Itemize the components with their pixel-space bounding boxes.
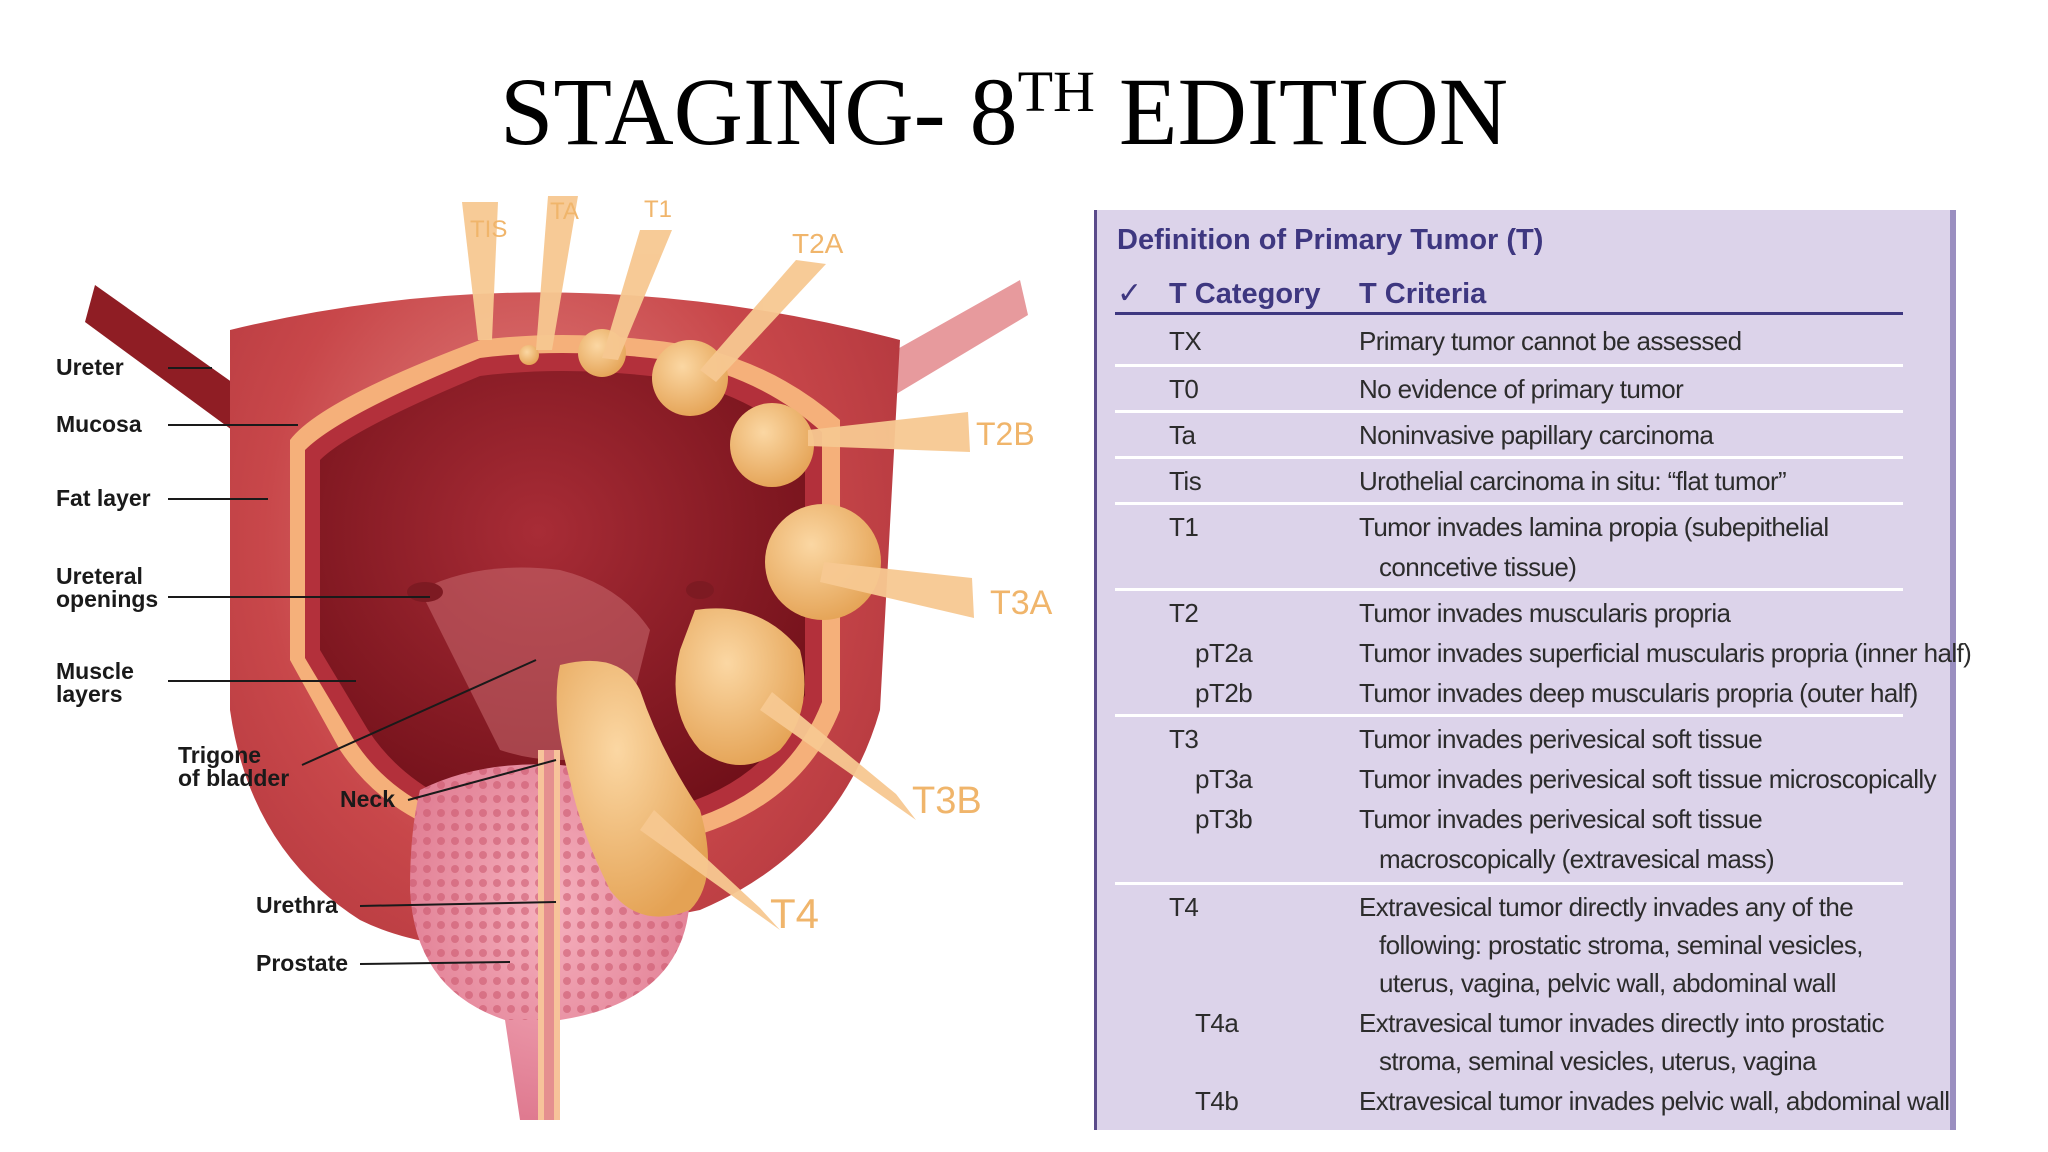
check-mark-icon: ✓ xyxy=(1117,277,1143,310)
row-criteria: Tumor invades perivesical soft tissue xyxy=(1359,724,1763,754)
row-category: T0 xyxy=(1169,374,1199,404)
row-category: T4b xyxy=(1195,1086,1239,1116)
label-ureter: Ureter xyxy=(56,354,124,380)
row-category: T4a xyxy=(1195,1008,1239,1038)
stage-label-t1: T1 xyxy=(644,196,673,223)
row-criteria-continued: stroma, seminal vesicles, uterus, vagina xyxy=(1379,1046,1817,1076)
row-category: T4 xyxy=(1169,892,1199,922)
row-category: Tis xyxy=(1169,466,1202,496)
stage-label-t2b: T2B xyxy=(976,416,1035,452)
row-category: T1 xyxy=(1169,512,1199,542)
label-fat-layer: Fat layer xyxy=(56,485,151,511)
row-criteria: Tumor invades perivesical soft tissue xyxy=(1359,804,1763,834)
title-rest: EDITION xyxy=(1094,58,1509,165)
title-superscript: TH xyxy=(1017,59,1095,124)
left-ureter xyxy=(85,285,250,430)
label-prostate: Prostate xyxy=(256,950,349,976)
bladder-illustration xyxy=(85,196,1028,1121)
stage-label-t3a: T3A xyxy=(990,584,1053,622)
row-criteria: Noninvasive papillary carcinoma xyxy=(1359,420,1714,450)
stage-label-t4: T4 xyxy=(770,890,820,937)
ureteral-opening-left xyxy=(407,582,443,602)
tumor-masses xyxy=(519,329,881,917)
stage-label-ta: TA xyxy=(550,198,579,225)
row-category: pT3b xyxy=(1195,804,1253,834)
label-urethra: Urethra xyxy=(256,892,338,918)
stage-arrows xyxy=(462,196,974,930)
leader-lines xyxy=(168,367,557,965)
header-rule xyxy=(1115,312,1903,315)
row-category: pT2b xyxy=(1195,678,1253,708)
label-mucosa: Mucosa xyxy=(56,411,142,437)
row-criteria: Tumor invades perivesical soft tissue mi… xyxy=(1359,764,1937,794)
bladder-staging-diagram: Ureter Mucosa Fat layer Ureteral opening… xyxy=(0,190,1060,1121)
label-ureteral-openings: Ureteral openings xyxy=(56,563,159,612)
row-criteria: Extravesical tumor directly invades any … xyxy=(1359,892,1854,922)
row-criteria-continued: uterus, vagina, pelvic wall, abdominal w… xyxy=(1379,968,1836,998)
column-header-category: T Category xyxy=(1169,278,1321,310)
row-criteria: Primary tumor cannot be assessed xyxy=(1359,326,1742,356)
ureteral-opening-right xyxy=(686,581,714,599)
stage-label-t2a: T2A xyxy=(792,228,844,259)
row-category: TX xyxy=(1169,326,1202,356)
label-muscle-layers: Muscle layers xyxy=(56,658,134,707)
row-category: T2 xyxy=(1169,598,1199,628)
t-definition-table: Definition of Primary Tumor (T) ✓ T Cate… xyxy=(1094,210,1972,1130)
stage-label-t3b: T3B xyxy=(912,780,982,822)
stage-label-tis: TIS xyxy=(470,216,508,243)
slide-title: STAGING- 8TH EDITION xyxy=(500,52,1600,172)
row-criteria-continued: following: prostatic stroma, seminal ves… xyxy=(1379,930,1864,960)
row-category: T3 xyxy=(1169,724,1199,754)
row-criteria: Tumor invades superficial muscularis pro… xyxy=(1359,638,1972,668)
row-criteria-continued: macroscopically (extravesical mass) xyxy=(1379,844,1775,874)
table-title: Definition of Primary Tumor (T) xyxy=(1117,224,1544,256)
row-criteria: Tumor invades muscularis propria xyxy=(1359,598,1731,628)
title-main: STAGING- 8 xyxy=(500,58,1018,165)
row-criteria: Tumor invades deep muscularis propria (o… xyxy=(1359,678,1918,708)
label-neck: Neck xyxy=(340,786,395,812)
row-category: pT3a xyxy=(1195,764,1253,794)
row-criteria: No evidence of primary tumor xyxy=(1359,374,1684,404)
row-criteria: Tumor invades lamina propia (subepitheli… xyxy=(1359,512,1829,542)
row-category: Ta xyxy=(1169,420,1196,450)
column-header-criteria: T Criteria xyxy=(1359,278,1487,310)
row-criteria: Extravesical tumor invades pelvic wall, … xyxy=(1359,1086,1950,1116)
row-criteria: Urothelial carcinoma in situ: “flat tumo… xyxy=(1359,466,1787,496)
row-category: pT2a xyxy=(1195,638,1253,668)
row-criteria: Extravesical tumor invades directly into… xyxy=(1359,1008,1884,1038)
row-criteria-continued: conncetive tissue) xyxy=(1379,552,1577,582)
right-ureter xyxy=(860,280,1028,405)
label-trigone: Trigone of bladder xyxy=(178,742,290,791)
